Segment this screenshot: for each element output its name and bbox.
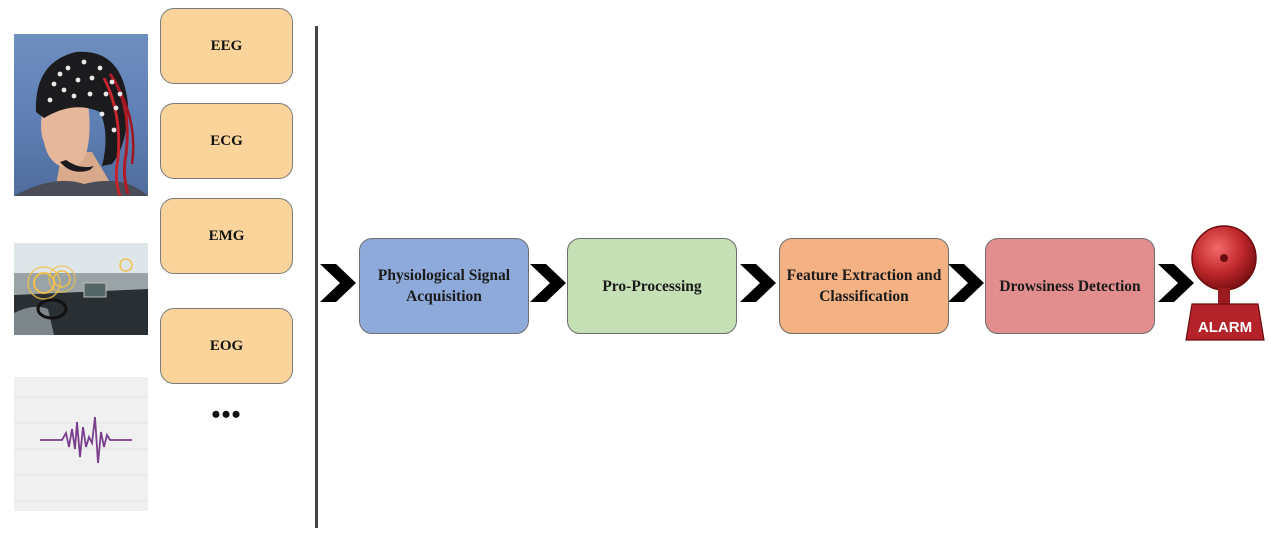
more-signals-ellipsis: •••: [211, 400, 242, 429]
chevron-arrow-icon: [530, 264, 566, 302]
signal-box-emg: EMG: [160, 198, 293, 274]
chevron-arrow-icon: [948, 264, 984, 302]
signal-box-eog: EOG: [160, 308, 293, 384]
section-divider: [315, 26, 318, 528]
chevron-arrow-icon: [320, 264, 356, 302]
signal-waveform-image: [14, 377, 148, 511]
stage-pre-processing: Pro-Processing: [567, 238, 737, 334]
alarm-bell-icon: ALARM: [1185, 225, 1265, 341]
stage-feature-extraction: Feature Extraction and Classification: [779, 238, 949, 334]
alarm-label: ALARM: [1198, 319, 1252, 336]
stage-signal-acquisition: Physiological Signal Acquisition: [359, 238, 529, 334]
chevron-arrow-icon: [740, 264, 776, 302]
chevron-arrow-icon: [1158, 264, 1194, 302]
stage-drowsiness-detection: Drowsiness Detection: [985, 238, 1155, 334]
eeg-cap-photo: [14, 34, 148, 196]
signal-box-eeg: EEG: [160, 8, 293, 84]
signal-box-ecg: ECG: [160, 103, 293, 179]
car-driver-photo: [14, 243, 148, 335]
